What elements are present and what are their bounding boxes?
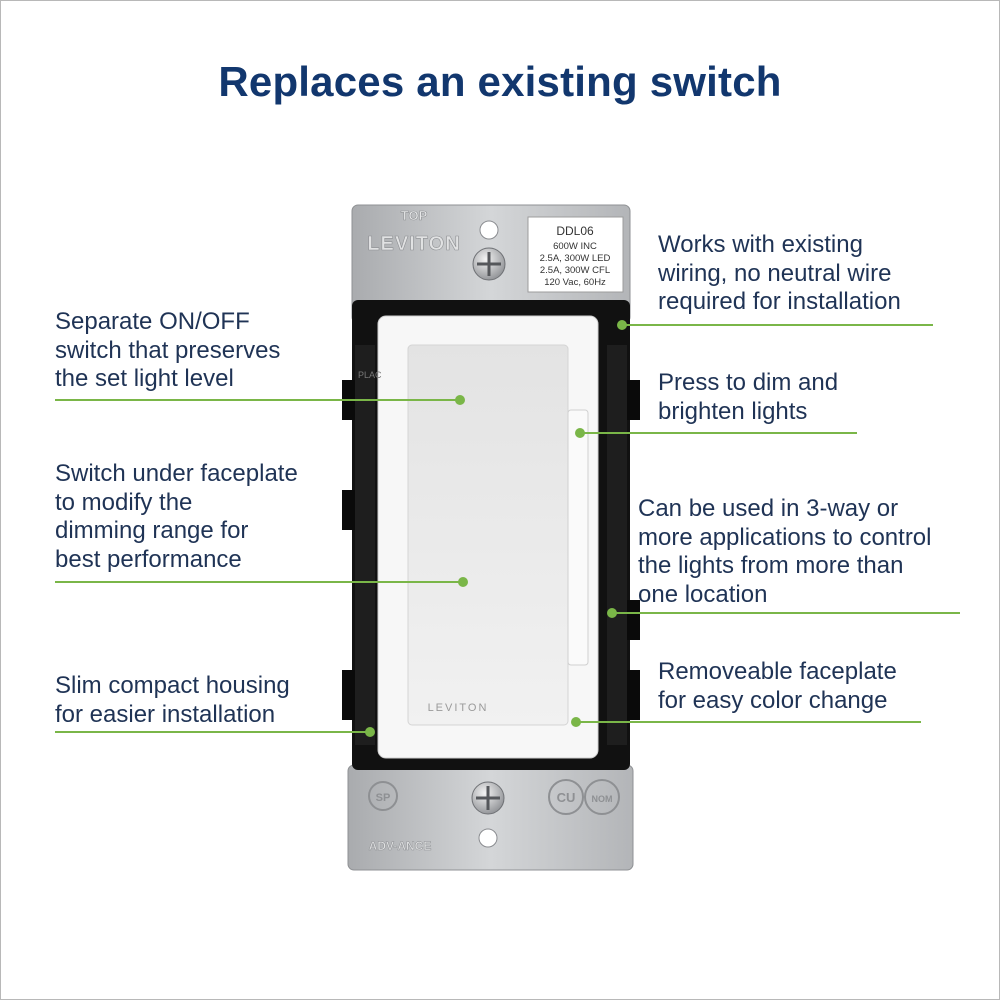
page-title: Replaces an existing switch (218, 58, 782, 105)
callout-line-onoff (55, 399, 460, 401)
cert-mark-csa-icon: SP (368, 781, 398, 811)
mounting-strap-bottom (347, 764, 634, 871)
callout-dot-onoff (455, 395, 465, 405)
callout-line-wiring (622, 324, 933, 326)
callout-line-slim (55, 731, 370, 733)
svg-text:SP: SP (376, 792, 391, 804)
label-line-2: 2.5A, 300W LED (540, 253, 611, 264)
strap-top-mark: TOP (401, 208, 428, 223)
callout-dimming-range: Switch under faceplate to modify the dim… (55, 460, 298, 573)
callout-existing-wiring: Works with existing wiring, no neutral w… (658, 231, 901, 315)
label-line-1: 600W INC (553, 241, 597, 252)
strap-brand-mark: LEVITON (367, 233, 460, 255)
strap-hole-bottom-icon (478, 828, 498, 848)
faceplate-brand-mark: LEVITON (428, 702, 489, 714)
strap-hole-icon (479, 220, 499, 240)
svg-text:NOM: NOM (592, 794, 613, 804)
cert-mark-nom-icon: NOM (584, 779, 620, 815)
svg-text:CU: CU (557, 790, 576, 805)
strap-bottom-mark: ADV-ANCE (369, 839, 432, 853)
rating-label: DDL06 600W INC 2.5A, 300W LED 2.5A, 300W… (527, 216, 624, 293)
label-model: DDL06 (556, 224, 594, 238)
label-line-4: 120 Vac, 60Hz (544, 277, 606, 288)
callout-dot-range (458, 577, 468, 587)
cert-mark-cul-icon: CU (548, 779, 584, 815)
callout-press-dim: Press to dim and brighten lights (658, 369, 839, 425)
callout-dot-slim (365, 727, 375, 737)
callout-removable-faceplate: Removeable faceplate for easy color chan… (658, 658, 897, 714)
side-mark: PLAC (358, 370, 382, 380)
faceplate (377, 315, 599, 759)
callout-line-range (55, 581, 463, 583)
callout-line-threeway (612, 612, 960, 614)
callout-slim-housing: Slim compact housing for easier installa… (55, 672, 290, 728)
label-line-3: 2.5A, 300W CFL (540, 265, 610, 276)
callout-line-faceplate (576, 721, 921, 723)
callout-three-way: Can be used in 3-way or more application… (638, 495, 932, 608)
callout-onoff-switch: Separate ON/OFF switch that preserves th… (55, 308, 281, 392)
callout-line-dim (580, 432, 857, 434)
